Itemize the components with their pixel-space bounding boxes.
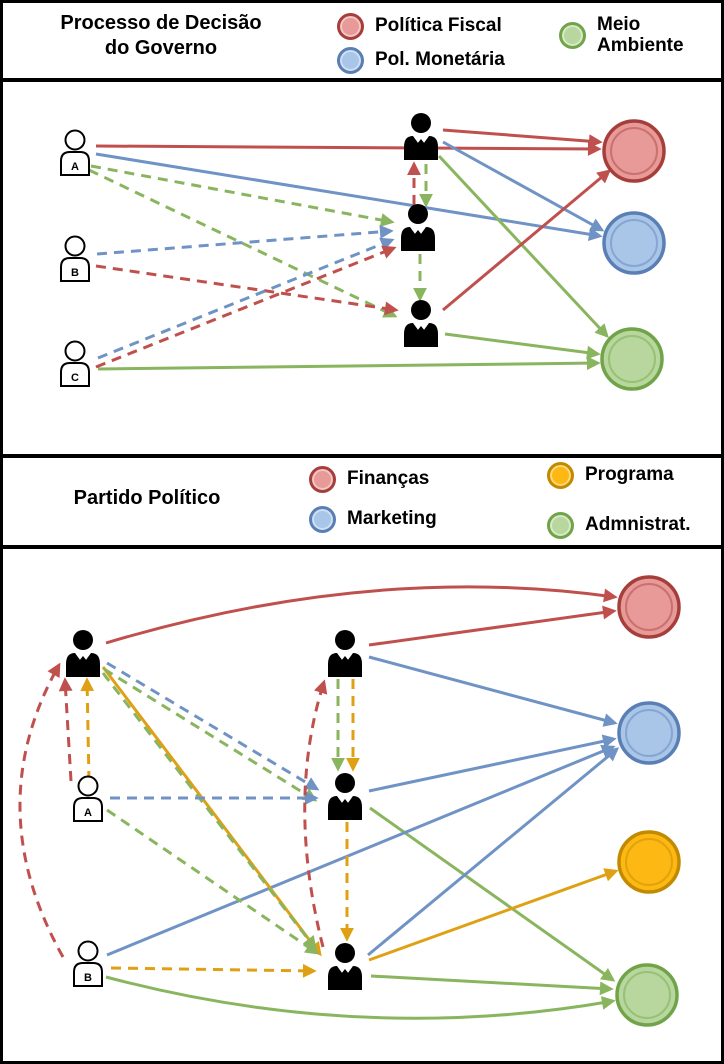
node-target-fiscal bbox=[602, 119, 666, 183]
node-target-monetaria bbox=[602, 211, 666, 275]
legend-dot-orange-icon bbox=[547, 462, 574, 489]
legend-item-financas: Finanças bbox=[309, 466, 429, 493]
government-panel-header: Processo de Decisão do Governo Política … bbox=[3, 3, 721, 78]
official-person-icon bbox=[401, 204, 435, 251]
edge-official-1--target-financas bbox=[368, 605, 617, 647]
edge-citizen-a--target-monetaria bbox=[95, 152, 603, 242]
edge-citizen-c--target-ambiente bbox=[97, 356, 601, 371]
node-target-marketing bbox=[617, 701, 681, 765]
legend-label: Finanças bbox=[347, 468, 430, 490]
edge-citizen-a--official-3 bbox=[88, 168, 398, 318]
svg-text:B: B bbox=[71, 267, 79, 279]
citizen-person-icon: C bbox=[60, 340, 90, 387]
edge-citizen-b--leader bbox=[18, 662, 65, 958]
edge-official-2--target-administrativo bbox=[369, 806, 616, 982]
svg-text:B: B bbox=[84, 972, 92, 984]
edge-leader--target-financas bbox=[105, 585, 618, 645]
legend-dot-red-icon bbox=[337, 13, 364, 40]
legend-item-politica-fiscal: Política Fiscal bbox=[337, 13, 502, 40]
legend-item-pol-monetaria: Pol. Monetária bbox=[337, 47, 505, 74]
government-diagram-canvas: A B C bbox=[60, 113, 666, 391]
official-person-icon bbox=[404, 113, 438, 160]
legend-dot-blue-icon bbox=[309, 506, 336, 533]
legend-label: Programa bbox=[585, 464, 674, 486]
svg-text:A: A bbox=[71, 161, 79, 173]
edge-citizen-a--target-fiscal bbox=[95, 142, 602, 156]
edge-official-3--target-marketing bbox=[367, 747, 620, 957]
edge-official-3--official-1 bbox=[303, 679, 328, 948]
legend-dot-blue-icon bbox=[337, 47, 364, 74]
citizen-person-icon: A bbox=[60, 129, 90, 176]
edge-official-2--target-marketing bbox=[368, 734, 617, 793]
edge-official-3--target-fiscal bbox=[442, 169, 612, 312]
official-person-icon bbox=[328, 773, 362, 820]
edge-citizen-a--official-3 bbox=[106, 808, 320, 955]
official-person-icon bbox=[328, 943, 362, 990]
edge-leader--official-2 bbox=[103, 667, 318, 802]
edge-citizen-b--target-administrativo bbox=[105, 975, 616, 1020]
legend-item-marketing: Marketing bbox=[309, 506, 437, 533]
edge-citizen-a--leader bbox=[58, 677, 73, 782]
edge-official-1--target-marketing bbox=[368, 655, 618, 727]
party-panel-title: Partido Político bbox=[73, 487, 221, 509]
edge-citizen-c--official-2 bbox=[95, 245, 397, 369]
government-decision-diagram: A B C bbox=[3, 78, 721, 458]
edge-official-1--target-fiscal bbox=[442, 128, 603, 149]
edge-leader--official-2 bbox=[106, 661, 320, 791]
legend-item-meio-ambiente: Meio Ambiente bbox=[559, 14, 692, 57]
official-person-icon bbox=[66, 630, 100, 677]
node-target-administrativo bbox=[615, 963, 679, 1027]
edge-official-1--target-ambiente bbox=[437, 154, 609, 339]
legend-label: Política Fiscal bbox=[375, 15, 502, 37]
government-panel-title: Processo de Decisão do Governo bbox=[60, 12, 262, 59]
edge-official-3--target-programa bbox=[368, 868, 619, 962]
official-person-icon bbox=[404, 300, 438, 347]
legend-label: Marketing bbox=[347, 508, 437, 530]
edge-citizen-b--target-marketing bbox=[106, 744, 616, 957]
edge-official-3--target-administrativo bbox=[370, 974, 614, 996]
legend-dot-red-icon bbox=[309, 466, 336, 493]
svg-text:A: A bbox=[84, 807, 92, 819]
legend-item-admnistrat: Admnistrat. bbox=[547, 512, 691, 539]
edge-citizen-c--official-2 bbox=[97, 237, 395, 360]
edge-official-3--target-ambiente bbox=[444, 332, 601, 360]
party-diagram-canvas: AB bbox=[18, 575, 681, 1027]
legend-dot-green-icon bbox=[559, 22, 586, 50]
legend-dot-green-icon bbox=[547, 512, 574, 539]
citizen-person-icon: A bbox=[73, 775, 103, 822]
edge-citizen-b--official-3 bbox=[95, 264, 399, 316]
node-target-financas bbox=[617, 575, 681, 639]
edge-citizen-b--official-3 bbox=[110, 963, 317, 978]
node-target-programa bbox=[617, 830, 681, 894]
edge-citizen-a--leader bbox=[80, 677, 95, 782]
citizen-person-icon: B bbox=[73, 940, 103, 987]
legend-label: Admnistrat. bbox=[585, 514, 691, 536]
official-person-icon bbox=[328, 630, 362, 677]
legend-label: Meio Ambiente bbox=[597, 14, 684, 56]
legend-item-programa: Programa bbox=[547, 462, 674, 489]
edge-leader--official-3 bbox=[101, 672, 317, 951]
legend-label: Pol. Monetária bbox=[375, 49, 505, 71]
edge-citizen-b--official-2 bbox=[96, 224, 394, 256]
citizen-person-icon: B bbox=[60, 235, 90, 282]
edge-citizen-a--official-2 bbox=[90, 164, 395, 227]
party-panel-header: Partido Político Finanças Programa Marke… bbox=[3, 458, 721, 545]
edge-official-1--target-monetaria bbox=[442, 140, 605, 232]
node-target-ambiente bbox=[600, 327, 664, 391]
svg-text:C: C bbox=[71, 372, 79, 384]
